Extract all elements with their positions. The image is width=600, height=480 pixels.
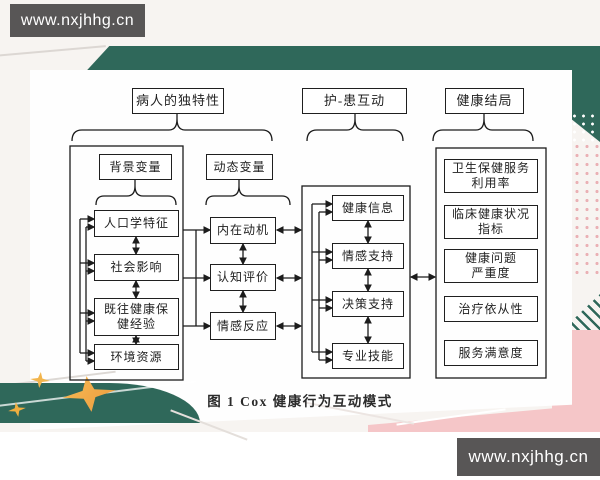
header-nurse-patient-interaction: 护-患互动 (302, 88, 407, 114)
watermark-bottom-right: www.nxjhhg.cn (457, 438, 600, 476)
box-demographic-characteristics: 人口学特征 (94, 210, 179, 237)
box-intrinsic-motivation: 内在动机 (210, 217, 276, 244)
box-environmental-resources: 环境资源 (94, 344, 179, 370)
box-emotional-support: 情感支持 (332, 243, 404, 269)
figure-caption: 图 1 Cox 健康行为互动模式 (207, 394, 393, 410)
header-patient-uniqueness: 病人的独特性 (132, 88, 224, 114)
box-previous-healthcare-experience: 既往健康保 健经验 (94, 298, 179, 336)
diagonal-line-decoration (0, 45, 106, 57)
box-cognitive-appraisal: 认知评价 (210, 264, 276, 291)
title-dynamic-variables: 动态变量 (206, 154, 273, 180)
header-health-outcome: 健康结局 (445, 88, 524, 114)
box-clinical-health-status-indicators: 临床健康状况 指标 (444, 205, 538, 239)
box-decision-support: 决策支持 (332, 291, 404, 317)
watermark-top-left: www.nxjhhg.cn (10, 4, 145, 37)
box-professional-skills: 专业技能 (332, 343, 404, 369)
box-treatment-compliance: 治疗依从性 (444, 296, 538, 322)
box-health-information: 健康信息 (332, 195, 404, 221)
box-service-satisfaction: 服务满意度 (444, 340, 538, 366)
box-health-problem-severity: 健康问题 严重度 (444, 249, 538, 283)
title-background-variables: 背景变量 (99, 154, 172, 180)
box-emotional-response: 情感反应 (210, 312, 276, 340)
box-healthcare-service-utilization: 卫生保健服务 利用率 (444, 159, 538, 193)
box-social-influence: 社会影响 (94, 254, 179, 281)
